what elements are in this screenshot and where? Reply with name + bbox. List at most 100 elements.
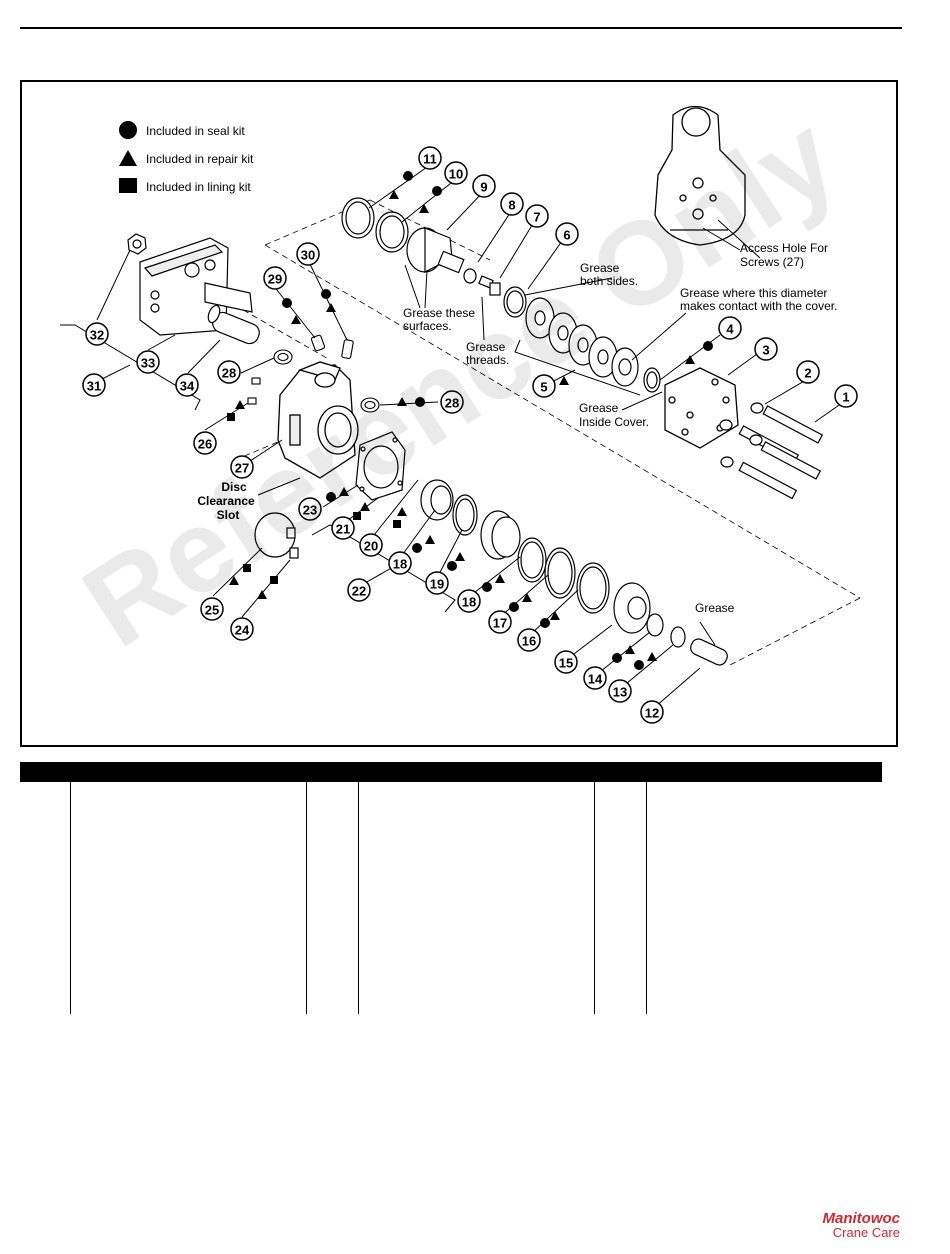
mounting-bracket — [139, 237, 253, 336]
balloon-number: 10 — [449, 167, 463, 182]
disc-slot-line-2: Clearance — [197, 494, 255, 508]
item-balloon-22: 22 — [347, 578, 371, 602]
balloon-number: 17 — [493, 616, 507, 631]
balloon-number: 18 — [393, 557, 407, 572]
balloon-circle — [440, 390, 464, 414]
balloon-circle — [834, 384, 858, 408]
balloon-number: 33 — [141, 356, 155, 371]
item-balloon-13: 13 — [608, 679, 632, 703]
balloon-circle — [217, 360, 241, 384]
balloon-number: 18 — [462, 595, 476, 610]
balloon-circle — [532, 374, 556, 398]
item-balloon-5: 5 — [532, 374, 556, 398]
balloon-circle — [85, 322, 109, 346]
balloon-number: 30 — [301, 248, 315, 263]
item-balloon-25: 25 — [200, 597, 224, 621]
balloon-number: 4 — [726, 322, 734, 337]
balloon-circle — [525, 204, 549, 228]
item-balloon-15: 15 — [554, 650, 578, 674]
grease-inside-cover-line-2: Inside Cover. — [579, 415, 649, 429]
manitowoc-logo: Manitowoc Crane Care — [823, 1210, 901, 1240]
balloon-circle — [425, 571, 449, 595]
item-balloon-18: 18 — [388, 551, 412, 575]
balloon-circle — [488, 610, 512, 634]
grease-surfaces-line-1: Grease these — [403, 306, 475, 320]
item-balloon-7: 7 — [525, 204, 549, 228]
balloon-number: 13 — [613, 685, 627, 700]
item-balloon-8: 8 — [500, 192, 524, 216]
balloon-number: 5 — [540, 380, 547, 395]
guide-pin — [690, 638, 728, 666]
item-balloon-21: 21 — [331, 516, 355, 540]
grease-both-sides-line-1: Grease — [580, 261, 620, 275]
balloon-number: 29 — [268, 272, 282, 287]
item-balloon-27: 27 — [230, 455, 254, 479]
kit-markers — [227, 171, 713, 670]
balloon-circle — [583, 666, 607, 690]
disc-slot-line-3: Slot — [217, 508, 240, 522]
balloon-number: 8 — [508, 198, 515, 213]
legend-lining-kit: Included in lining kit — [146, 180, 251, 194]
pin — [207, 304, 260, 345]
item-balloon-18: 18 — [457, 589, 481, 613]
item-balloon-4: 4 — [718, 316, 742, 340]
balloon-circle — [517, 628, 541, 652]
repair-kit-triangle-icon — [119, 150, 137, 166]
item-balloon-34: 34 — [175, 373, 199, 397]
balloon-circle — [418, 146, 442, 170]
item-balloon-20: 20 — [359, 533, 383, 557]
balloon-number: 22 — [352, 584, 366, 599]
balloon-number: 25 — [205, 603, 219, 618]
balloon-number: 23 — [303, 503, 317, 518]
balloon-number: 14 — [588, 672, 603, 687]
grease-threads-line-2: threads. — [466, 353, 509, 367]
grease-pin-label: Grease — [695, 601, 735, 615]
item-balloon-31: 31 — [82, 373, 106, 397]
balloon-number: 7 — [533, 210, 540, 225]
balloon-number: 28 — [222, 366, 236, 381]
balloon-circle — [388, 551, 412, 575]
item-balloons: 1234567891011121314151617181819202122232… — [82, 146, 858, 724]
grease-both-sides-line-2: both sides. — [580, 274, 638, 288]
item-balloon-17: 17 — [488, 610, 512, 634]
balloon-circle — [136, 350, 160, 374]
table-column-divider — [70, 762, 71, 1014]
balloon-circle — [457, 589, 481, 613]
balloon-circle — [200, 597, 224, 621]
item-balloon-10: 10 — [444, 161, 468, 185]
bolts — [719, 402, 824, 500]
table-column-divider — [594, 762, 595, 1014]
balloon-circle — [175, 373, 199, 397]
friction-discs — [525, 297, 661, 393]
balloon-circle — [347, 578, 371, 602]
balloon-number: 15 — [559, 656, 573, 671]
item-balloon-2: 2 — [796, 360, 820, 384]
balloon-circle — [608, 679, 632, 703]
item-balloon-23: 23 — [298, 497, 322, 521]
item-balloon-16: 16 — [517, 628, 541, 652]
balloon-number: 2 — [804, 366, 811, 381]
fittings — [247, 334, 380, 413]
table-column-divider — [358, 762, 359, 1014]
item-balloon-9: 9 — [472, 174, 496, 198]
balloon-number: 31 — [87, 379, 101, 394]
balloon-number: 12 — [645, 706, 659, 721]
balloon-circle — [359, 533, 383, 557]
item-balloon-30: 30 — [296, 242, 320, 266]
table-column-divider — [306, 762, 307, 1014]
item-balloon-19: 19 — [425, 571, 449, 595]
balloon-number: 11 — [423, 152, 437, 167]
item-balloon-3: 3 — [754, 337, 778, 361]
balloon-circle — [444, 161, 468, 185]
balloon-number: 9 — [480, 180, 487, 195]
cover — [664, 367, 739, 449]
balloon-circle — [554, 650, 578, 674]
access-hole-line-1: Access Hole For — [740, 241, 828, 255]
callouts: Access Hole For Screws (27) Grease both … — [197, 241, 837, 615]
item-balloon-11: 11 — [418, 146, 442, 170]
balloon-circle — [718, 316, 742, 340]
logo-subtitle: Crane Care — [832, 1225, 900, 1240]
balloon-circle — [754, 337, 778, 361]
grease-threads-line-1: Grease — [466, 340, 506, 354]
